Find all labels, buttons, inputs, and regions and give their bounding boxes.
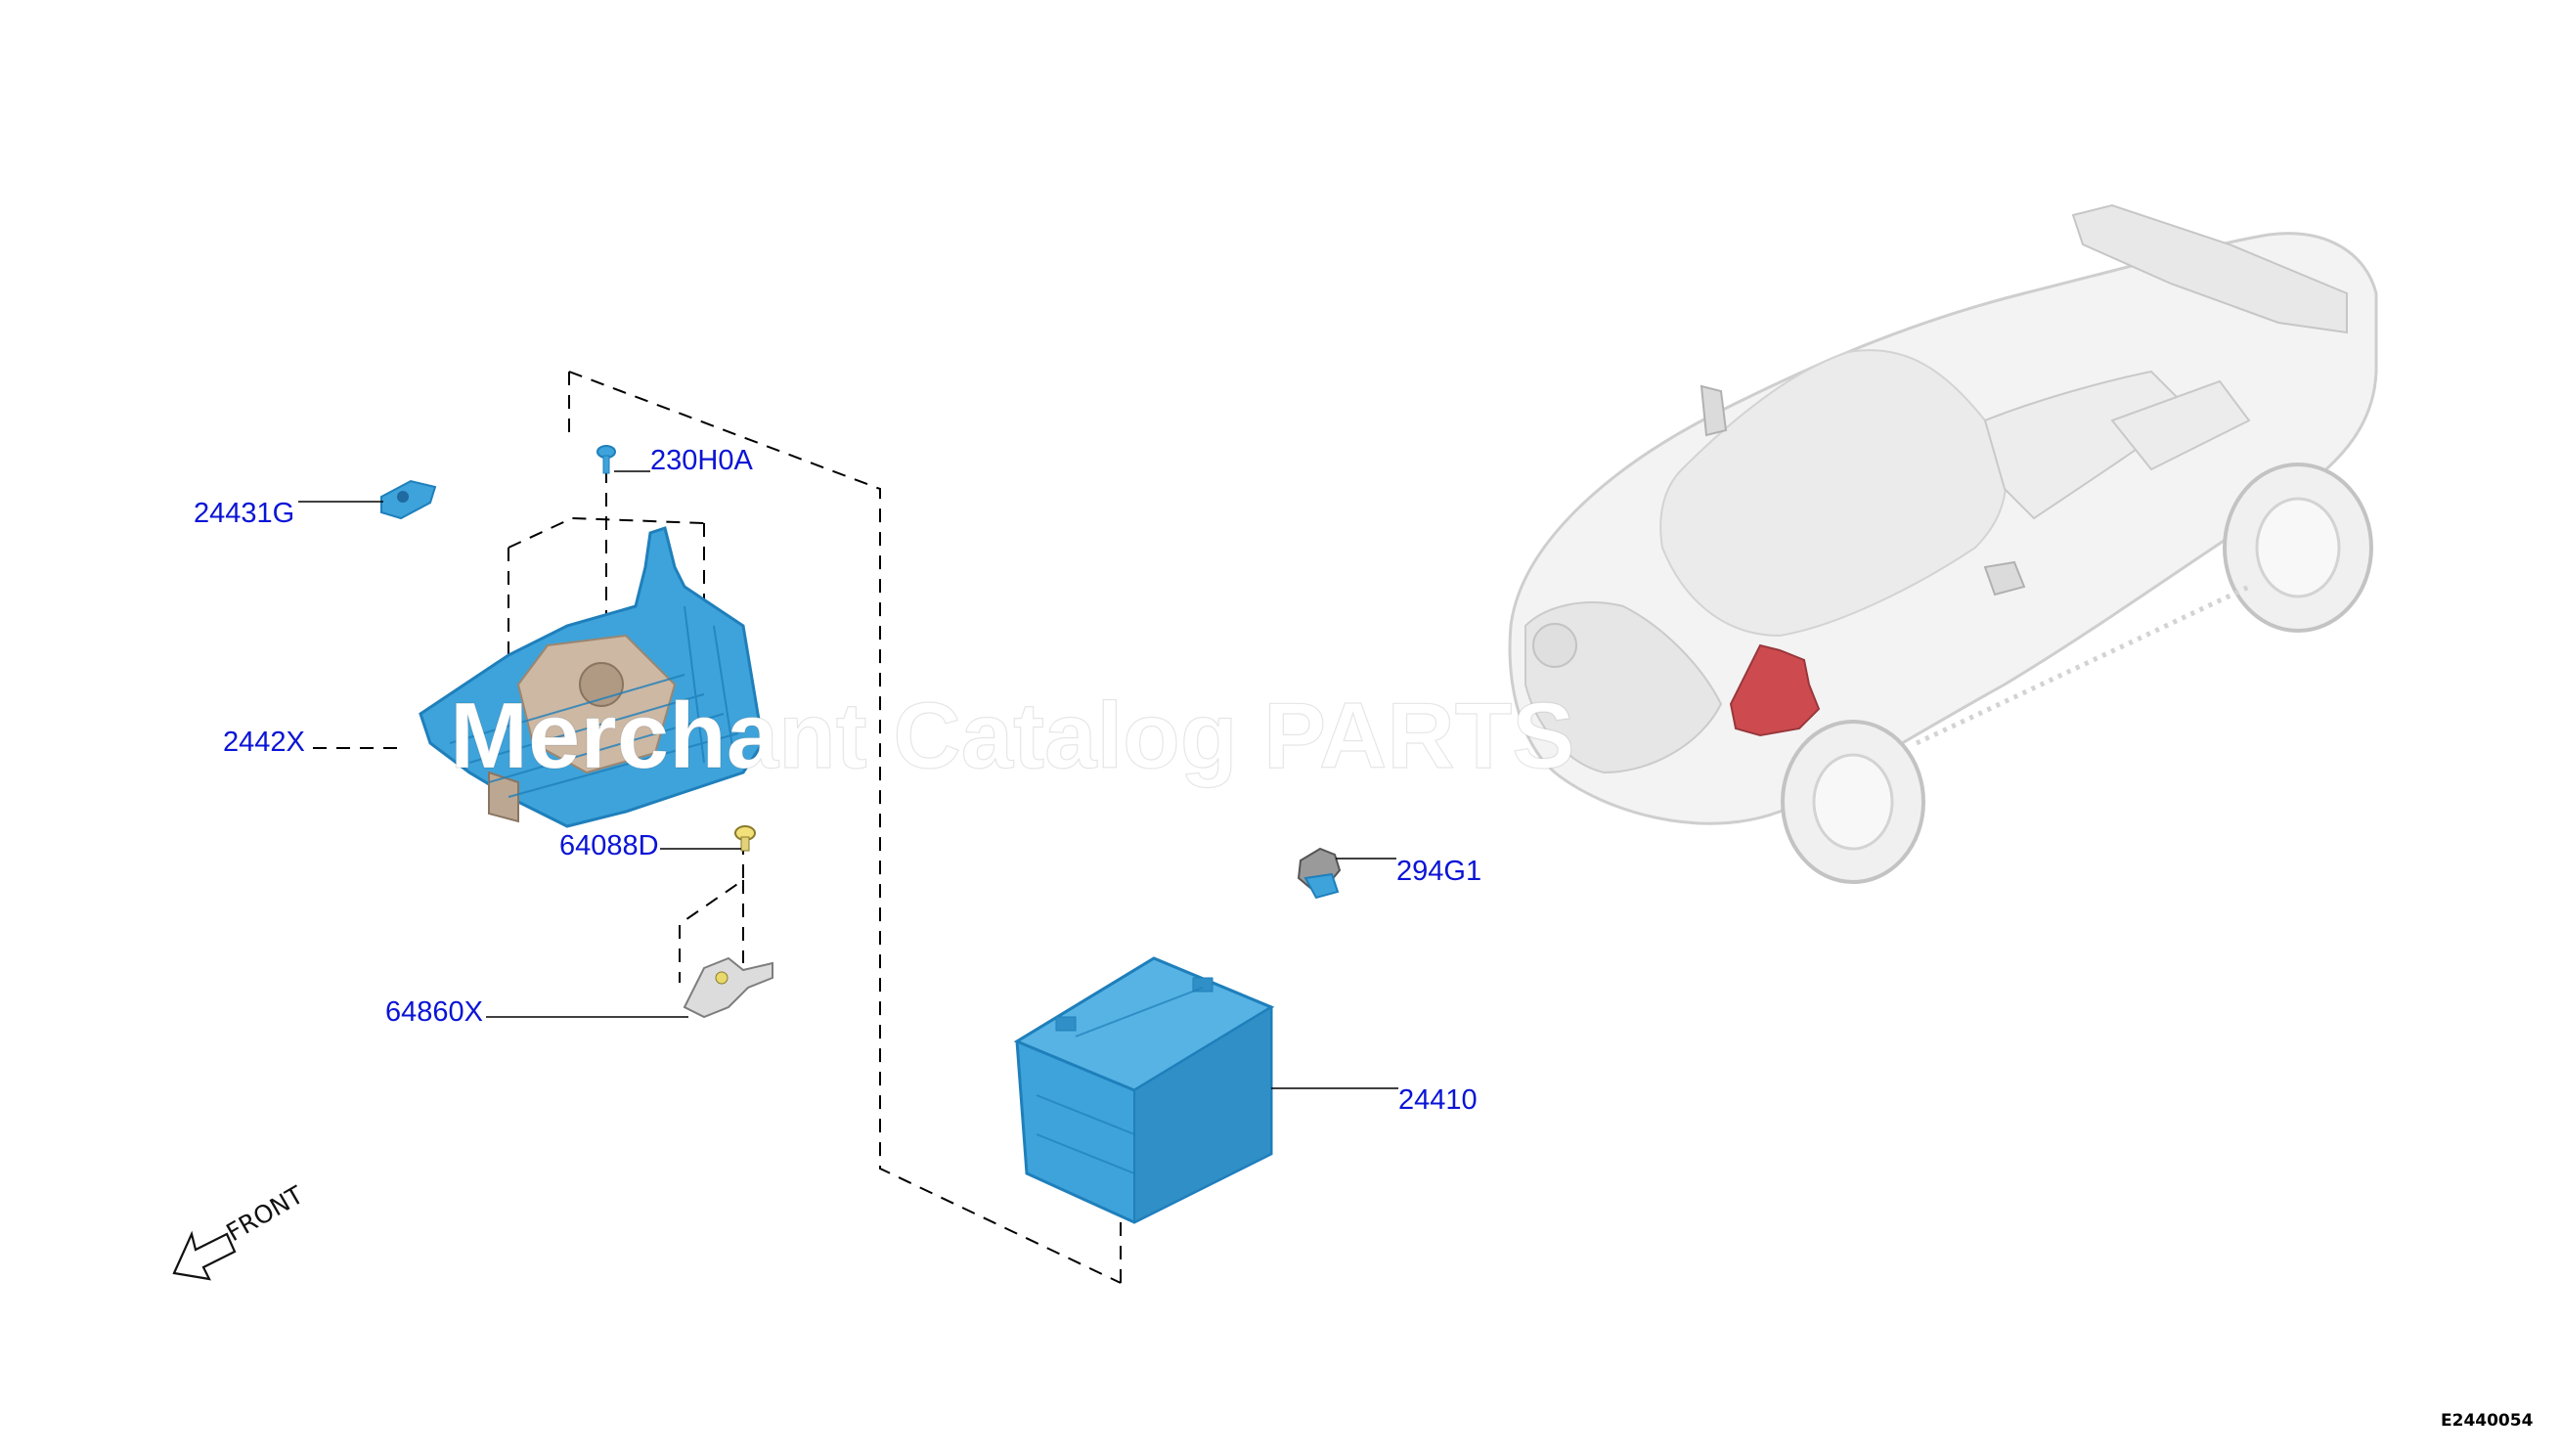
part-294g1-sensor[interactable] <box>1297 847 1342 900</box>
callout-24431g[interactable]: 24431G <box>194 498 294 529</box>
callout-64860x[interactable]: 64860X <box>385 996 483 1028</box>
callout-64088d[interactable]: 64088D <box>559 830 659 861</box>
part-battery-tray[interactable] <box>419 526 765 828</box>
part-230h0a-bolt[interactable] <box>596 445 616 474</box>
callout-230h0a[interactable]: 230H0A <box>650 445 753 476</box>
callout-2442x[interactable]: 2442X <box>223 727 305 758</box>
figure-code: E2440054 <box>2441 1411 2534 1431</box>
part-24431g-clip[interactable] <box>380 479 437 520</box>
part-24410-battery[interactable] <box>1013 956 1275 1224</box>
watermark: Merchant Catalog PARTS <box>450 684 1574 788</box>
part-64088d-bolt[interactable] <box>734 825 756 852</box>
front-direction-indicator: FRONT <box>172 1180 309 1281</box>
callout-leader-lines <box>298 470 1398 1089</box>
callout-294g1[interactable]: 294G1 <box>1396 856 1481 887</box>
vehicle-locator-illustration <box>1508 203 2378 884</box>
part-64860x-bracket[interactable] <box>683 956 773 1019</box>
callout-24410[interactable]: 24410 <box>1398 1084 1478 1116</box>
assembly-dashed-lines <box>313 371 1122 1284</box>
front-label: FRONT <box>222 1180 309 1247</box>
front-arrow-icon <box>172 1230 237 1281</box>
battery-location-highlight <box>1729 643 1821 737</box>
